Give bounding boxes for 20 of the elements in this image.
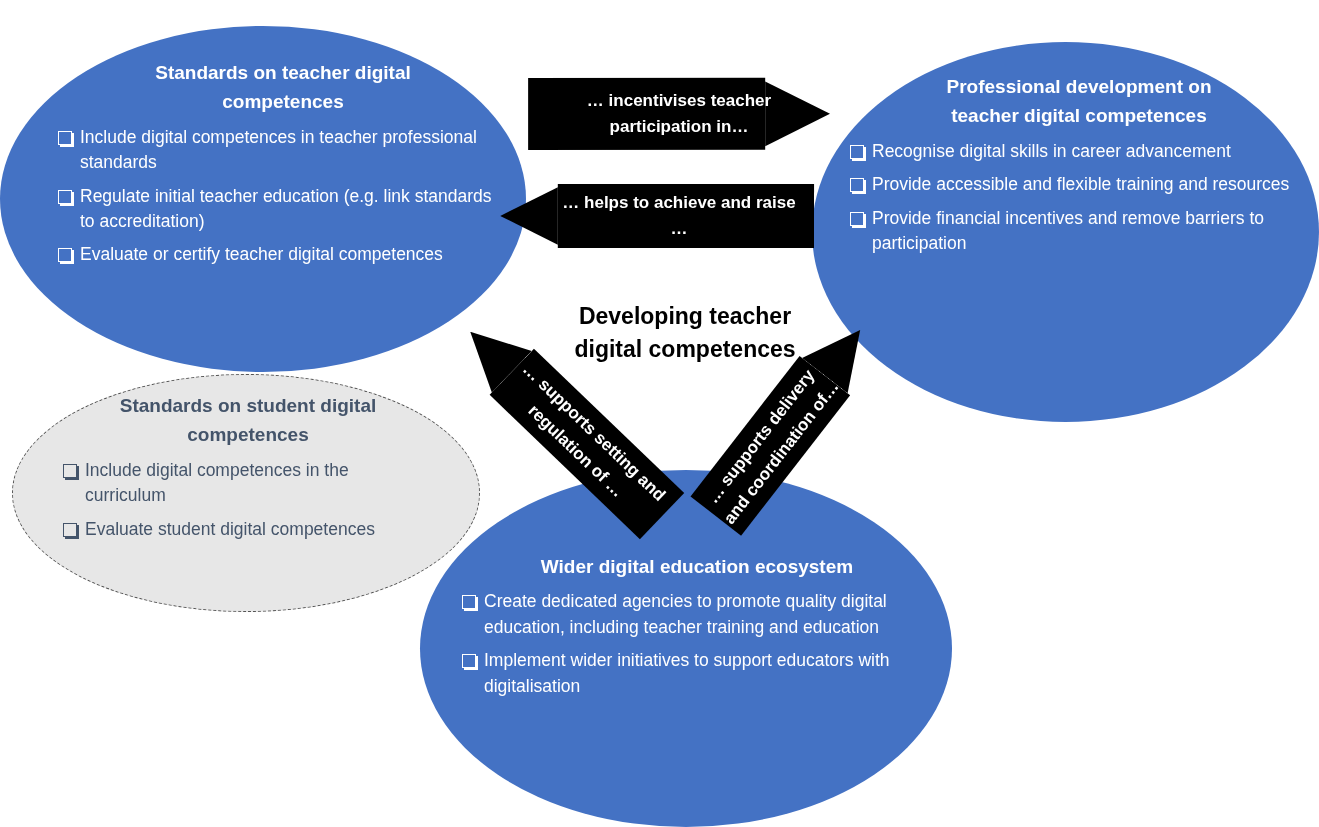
center-label: Developing teacher digital competences [573,302,797,365]
ellipse-heading: Standards on teacher digital competences [154,61,412,115]
list-item-text: Recognise digital skills in career advancement [872,139,1231,163]
ellipse-heading: Standards on student digital competences [118,394,378,448]
edge-label: … helps to achieve and raise … [561,191,797,240]
list-item-text: Evaluate student digital competences [85,517,375,541]
block-arrow [528,77,830,150]
list-item-text: Provide accessible and flexible training and resources [872,173,1290,197]
list-item-text: Provide financial incentives and remove barriers to participation [872,206,1265,255]
list-item-text: Regulate initial teacher education (e.g. link standards to accreditation) [80,184,493,233]
block-arrow [690,330,861,536]
list-item-text: Implement wider initiatives to support educators with digitalisation [484,649,891,698]
ellipse-heading: Professional development on teacher digital competences [945,75,1213,129]
ellipse-heading: Wider digital education ecosystem [540,555,854,579]
edge-label: … incentivises teacher participation in… [585,89,773,138]
list-item-text: Include digital competences in teacher professional standards [80,125,478,175]
list-item-text: Include digital competences in the curriculum [85,458,350,508]
list-item-text: Evaluate or certify teacher digital competences [80,243,443,267]
list-item-text: Create dedicated agencies to promote quality digital education, including teacher training and education [484,590,888,639]
block-arrow [470,331,685,540]
